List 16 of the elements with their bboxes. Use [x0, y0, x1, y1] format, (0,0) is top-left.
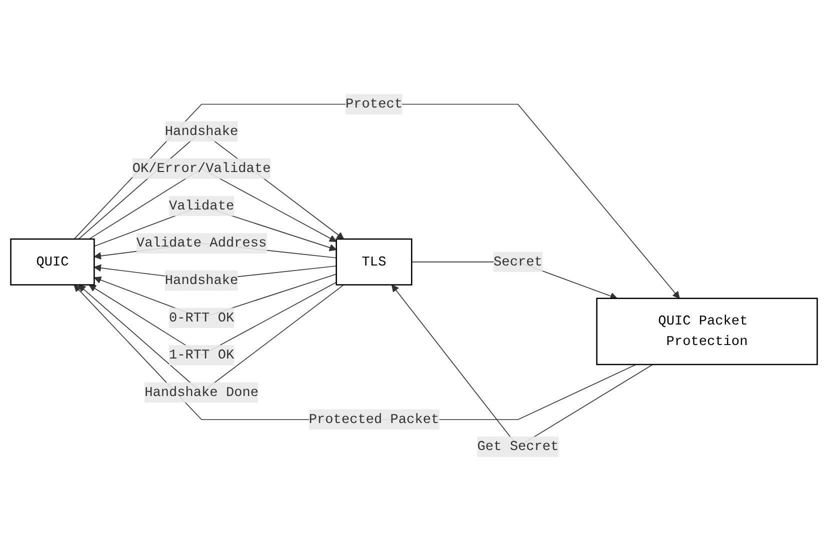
edge-label: Validate Address [136, 235, 267, 250]
edge-label: Protect [346, 96, 402, 112]
edge-label: OK/Error/Validate [132, 160, 271, 176]
edge-label: 1-RTT OK [168, 347, 234, 362]
edge-label: 0-RTT OK [168, 310, 234, 326]
edge-label: Get Secret [477, 438, 559, 454]
arrow [74, 284, 637, 420]
node-box: QUIC Packet Protection [596, 297, 818, 365]
edge-label: Handshake Done [144, 384, 259, 400]
edge-label: Validate [168, 198, 234, 214]
edge-label: Handshake [164, 123, 238, 139]
edge-label: Secret [494, 254, 542, 270]
edge-label: Handshake [164, 272, 238, 288]
node-box: QUIC [10, 238, 95, 285]
edge-label: Protected Packet [308, 411, 440, 427]
node-box: TLS [336, 238, 412, 285]
